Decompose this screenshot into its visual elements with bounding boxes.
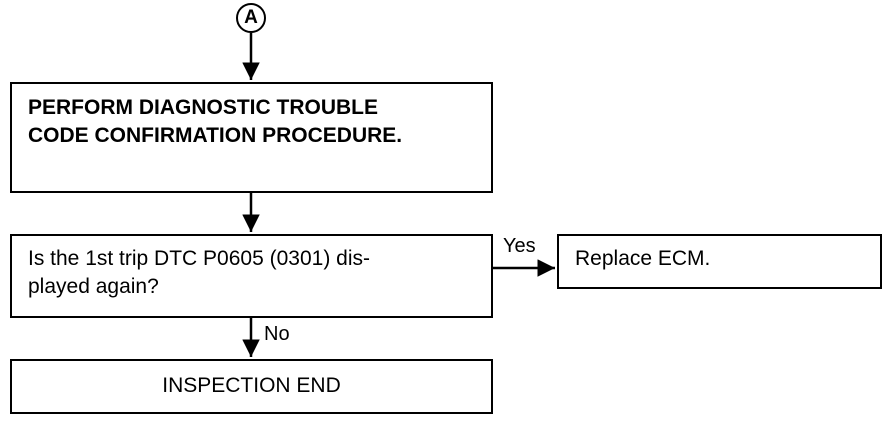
step-end-text: INSPECTION END [162,374,341,397]
step-perform-text: PERFORM DIAGNOSTIC TROUBLE CODE CONFIRMA… [28,96,403,147]
step-question-dtc-displayed: Is the 1st trip DTC P0605 (0301) dis- pl… [10,234,493,318]
connector-circle-a: A [236,3,266,33]
step-inspection-end: INSPECTION END [10,359,493,414]
step-perform-dtc-confirmation: PERFORM DIAGNOSTIC TROUBLE CODE CONFIRMA… [10,82,493,193]
step-replace-ecm: Replace ECM. [557,234,882,289]
branch-label-yes: Yes [503,235,536,257]
step-replace-text: Replace ECM. [575,247,711,270]
step-question-text: Is the 1st trip DTC P0605 (0301) dis- pl… [28,247,370,298]
branch-label-no: No [264,323,290,345]
